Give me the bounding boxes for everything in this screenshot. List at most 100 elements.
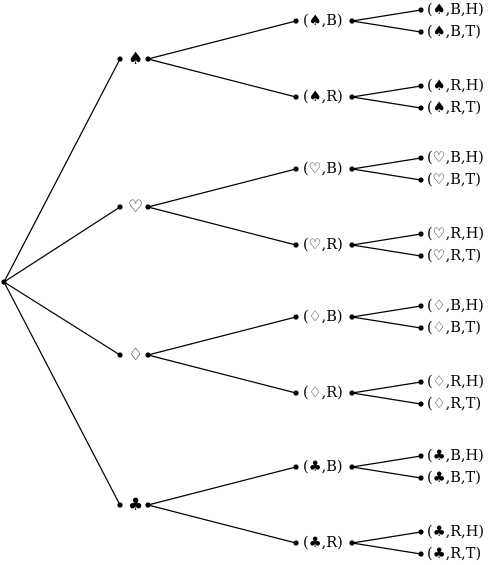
color-label-1-0: (♡,B) [303,161,343,177]
leaf-node-1-0-0 [418,155,424,161]
color-label-0-0: (♠,B) [303,13,343,29]
leaf-node-2-0-0 [418,303,424,309]
leaf-label-2-1-0: (♢,R,H) [427,374,484,390]
tree-labels: ♠ (♠,B) (♠,B,H) (♠,B,T) (♠,R) (♠,R,H) (♠,R,T) ♡… [128,2,484,562]
leaf-node-0-1-0 [418,83,424,89]
leaf-node-1-0-1 [418,177,424,183]
root-node [1,279,7,285]
leaf-node-1-1-0 [418,231,424,237]
color-label-1-1: (♡,R) [303,237,343,253]
leaf-node-0-0-0 [418,7,424,13]
edge-suit-color-1-0 [147,168,297,208]
leaf-node-3-0-1 [418,475,424,481]
color-node-out-2-0 [349,314,355,320]
leaf-label-1-1-1: (♡,R,T) [427,248,481,264]
leaf-node-3-0-0 [418,453,424,459]
edge-color-leaf-1-0-1 [351,168,422,181]
leaf-node-3-1-0 [418,529,424,535]
color-node-in-3-0 [293,464,299,470]
leaf-node-2-1-0 [418,379,424,385]
leaf-node-2-0-1 [418,325,424,331]
suit-label-3: ♣ [128,495,143,515]
leaf-node-0-0-1 [418,29,424,35]
leaf-label-3-1-0: (♣,R,H) [427,524,484,540]
edge-color-leaf-2-1-1 [351,392,422,405]
edge-color-leaf-2-1-0 [351,381,422,394]
suit-node-out-2 [145,352,151,358]
edge-color-leaf-1-0-0 [351,157,422,170]
color-node-in-2-1 [293,390,299,396]
edge-suit-color-1-1 [147,206,297,246]
color-node-out-3-0 [349,464,355,470]
suit-label-1: ♡ [128,197,143,217]
leaf-node-3-1-1 [418,551,424,557]
edge-color-leaf-1-1-0 [351,233,422,246]
leaf-label-1-0-0: (♡,B,H) [427,150,484,166]
leaf-label-2-0-0: (♢,B,H) [427,298,484,314]
edge-root-suit-2 [3,281,121,356]
edge-color-leaf-1-1-1 [351,244,422,257]
leaf-label-2-1-1: (♢,R,T) [427,396,481,412]
color-label-2-0: (♢,B) [303,309,343,325]
color-label-0-1: (♠,R) [303,89,343,105]
edge-color-leaf-0-1-0 [351,85,422,98]
edge-color-leaf-3-1-1 [351,542,422,555]
suit-node-in-0 [117,56,123,62]
suit-label-0: ♠ [128,49,143,69]
suit-label-2: ♢ [128,345,143,365]
color-node-out-2-1 [349,390,355,396]
color-node-in-1-0 [293,166,299,172]
leaf-label-3-0-1: (♣,B,T) [427,470,481,486]
color-node-in-0-1 [293,94,299,100]
suit-node-out-3 [145,502,151,508]
edge-color-leaf-0-0-1 [351,20,422,33]
edge-root-suit-1 [3,206,121,283]
leaf-label-0-0-0: (♠,B,H) [427,2,484,18]
color-node-in-0-0 [293,18,299,24]
leaf-label-2-0-1: (♢,B,T) [427,320,481,336]
edge-color-leaf-3-0-0 [351,455,422,468]
color-label-3-1: (♣,R) [303,535,343,551]
tree-edges [3,9,422,555]
edge-color-leaf-3-1-0 [351,531,422,544]
leaf-label-1-0-1: (♡,B,T) [427,172,481,188]
color-node-out-0-1 [349,94,355,100]
edge-suit-color-2-1 [147,354,297,394]
edge-color-leaf-0-0-0 [351,9,422,22]
edge-suit-color-0-1 [147,58,297,98]
edge-color-leaf-2-0-0 [351,305,422,318]
leaf-label-0-1-0: (♠,R,H) [427,78,484,94]
leaf-label-0-1-1: (♠,R,T) [427,100,481,116]
suit-node-out-1 [145,204,151,210]
edge-color-leaf-2-0-1 [351,316,422,329]
suit-node-in-1 [117,204,123,210]
leaf-label-0-0-1: (♠,B,T) [427,24,481,40]
color-node-out-1-1 [349,242,355,248]
color-node-in-2-0 [293,314,299,320]
color-label-3-0: (♣,B) [303,459,343,475]
leaf-node-0-1-1 [418,105,424,111]
edge-suit-color-2-0 [147,316,297,356]
color-node-out-3-1 [349,540,355,546]
leaf-label-3-1-1: (♣,R,T) [427,546,481,562]
suit-node-in-2 [117,352,123,358]
color-node-in-1-1 [293,242,299,248]
edge-suit-color-3-1 [147,504,297,544]
color-node-out-1-0 [349,166,355,172]
edge-color-leaf-0-1-1 [351,96,422,109]
leaf-node-1-1-1 [418,253,424,259]
edge-suit-color-3-0 [147,466,297,506]
color-label-2-1: (♢,R) [303,385,343,401]
color-node-in-3-1 [293,540,299,546]
leaf-node-2-1-1 [418,401,424,407]
edge-suit-color-0-0 [147,20,297,60]
edge-root-suit-0 [3,58,121,283]
leaf-label-3-0-0: (♣,B,H) [427,448,484,464]
suit-node-in-3 [117,502,123,508]
leaf-label-1-1-0: (♡,R,H) [427,226,484,242]
edge-root-suit-3 [3,281,121,506]
tree-nodes [1,7,424,557]
suit-node-out-0 [145,56,151,62]
color-node-out-0-0 [349,18,355,24]
